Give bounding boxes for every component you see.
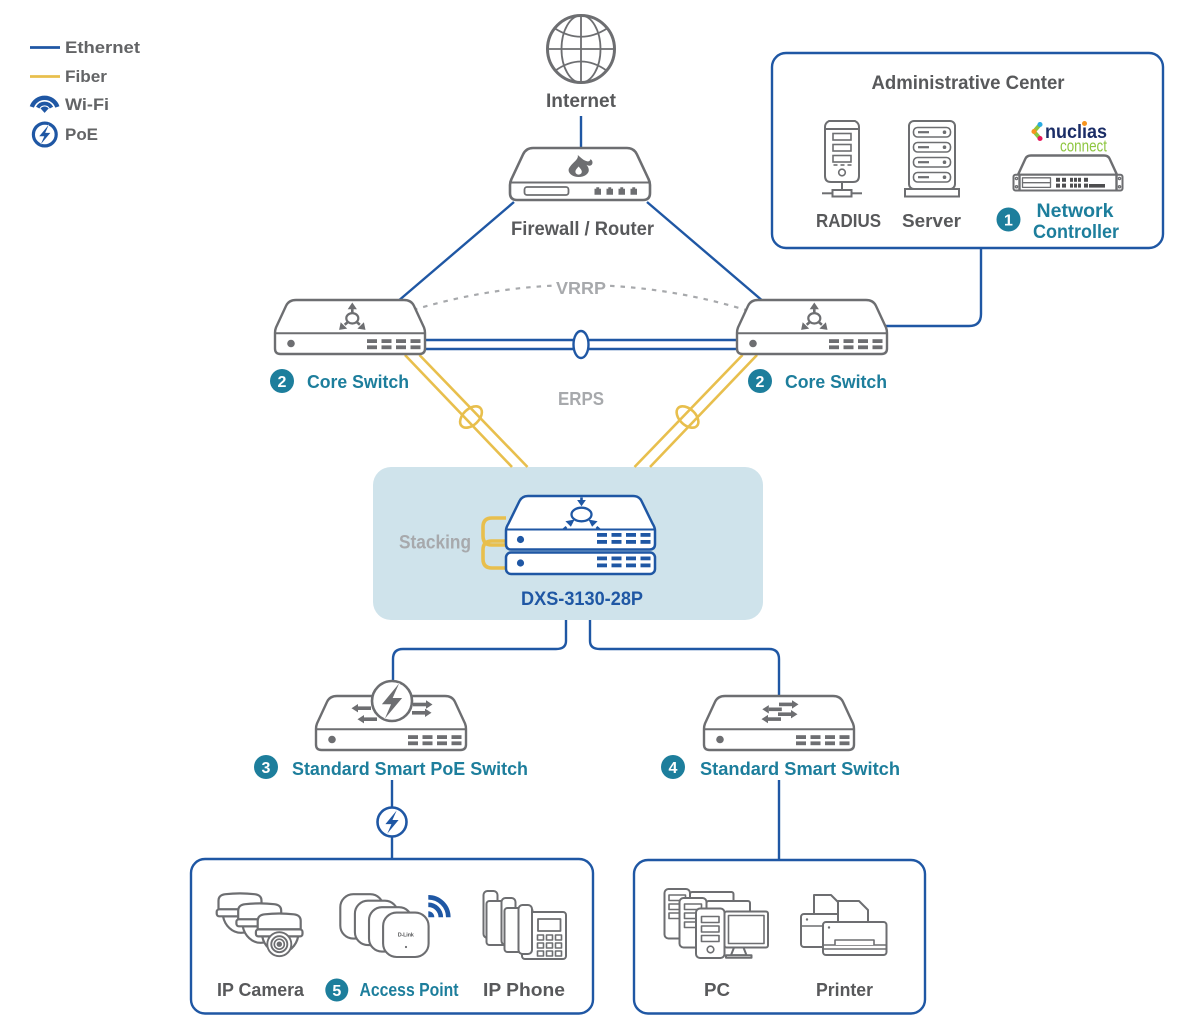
svg-text:Standard Smart Switch: Standard Smart Switch bbox=[700, 759, 900, 779]
svg-text:1: 1 bbox=[1004, 213, 1013, 230]
svg-text:2: 2 bbox=[278, 374, 287, 391]
svg-text:Access Point: Access Point bbox=[360, 979, 459, 1000]
svg-text:D-Link: D-Link bbox=[398, 933, 415, 939]
svg-text:Network: Network bbox=[1037, 201, 1114, 222]
svg-text:nuclıas: nuclıas bbox=[1045, 121, 1107, 143]
svg-text:Controller: Controller bbox=[1033, 222, 1120, 243]
svg-text:IP Camera: IP Camera bbox=[217, 979, 305, 1000]
svg-text:PoE: PoE bbox=[65, 126, 98, 144]
svg-text:Internet: Internet bbox=[546, 91, 617, 112]
svg-text:5: 5 bbox=[332, 983, 341, 1000]
svg-text:Printer: Printer bbox=[816, 979, 873, 1000]
svg-text:connect: connect bbox=[1060, 138, 1107, 156]
svg-text:Stacking: Stacking bbox=[399, 533, 471, 554]
svg-text:Standard Smart PoE Switch: Standard Smart PoE Switch bbox=[292, 759, 528, 779]
svg-text:2: 2 bbox=[756, 374, 765, 391]
svg-text:ERPS: ERPS bbox=[558, 389, 604, 409]
svg-text:Ethernet: Ethernet bbox=[65, 39, 141, 57]
svg-text:IP Phone: IP Phone bbox=[483, 979, 565, 1000]
svg-text:Wi-Fi: Wi-Fi bbox=[65, 96, 109, 114]
svg-text:Core Switch: Core Switch bbox=[307, 372, 409, 392]
svg-text:DXS-3130-28P: DXS-3130-28P bbox=[521, 589, 643, 610]
svg-text:RADIUS: RADIUS bbox=[816, 210, 881, 231]
svg-text:Server: Server bbox=[902, 210, 961, 231]
svg-text:4: 4 bbox=[669, 760, 678, 777]
svg-text:Firewall / Router: Firewall / Router bbox=[511, 219, 655, 240]
svg-text:Core Switch: Core Switch bbox=[785, 372, 887, 392]
svg-text:PC: PC bbox=[704, 979, 730, 1000]
svg-text:Administrative Center: Administrative Center bbox=[872, 72, 1065, 94]
svg-text:3: 3 bbox=[262, 760, 271, 777]
svg-text:Fiber: Fiber bbox=[65, 68, 108, 86]
svg-text:VRRP: VRRP bbox=[556, 278, 606, 298]
